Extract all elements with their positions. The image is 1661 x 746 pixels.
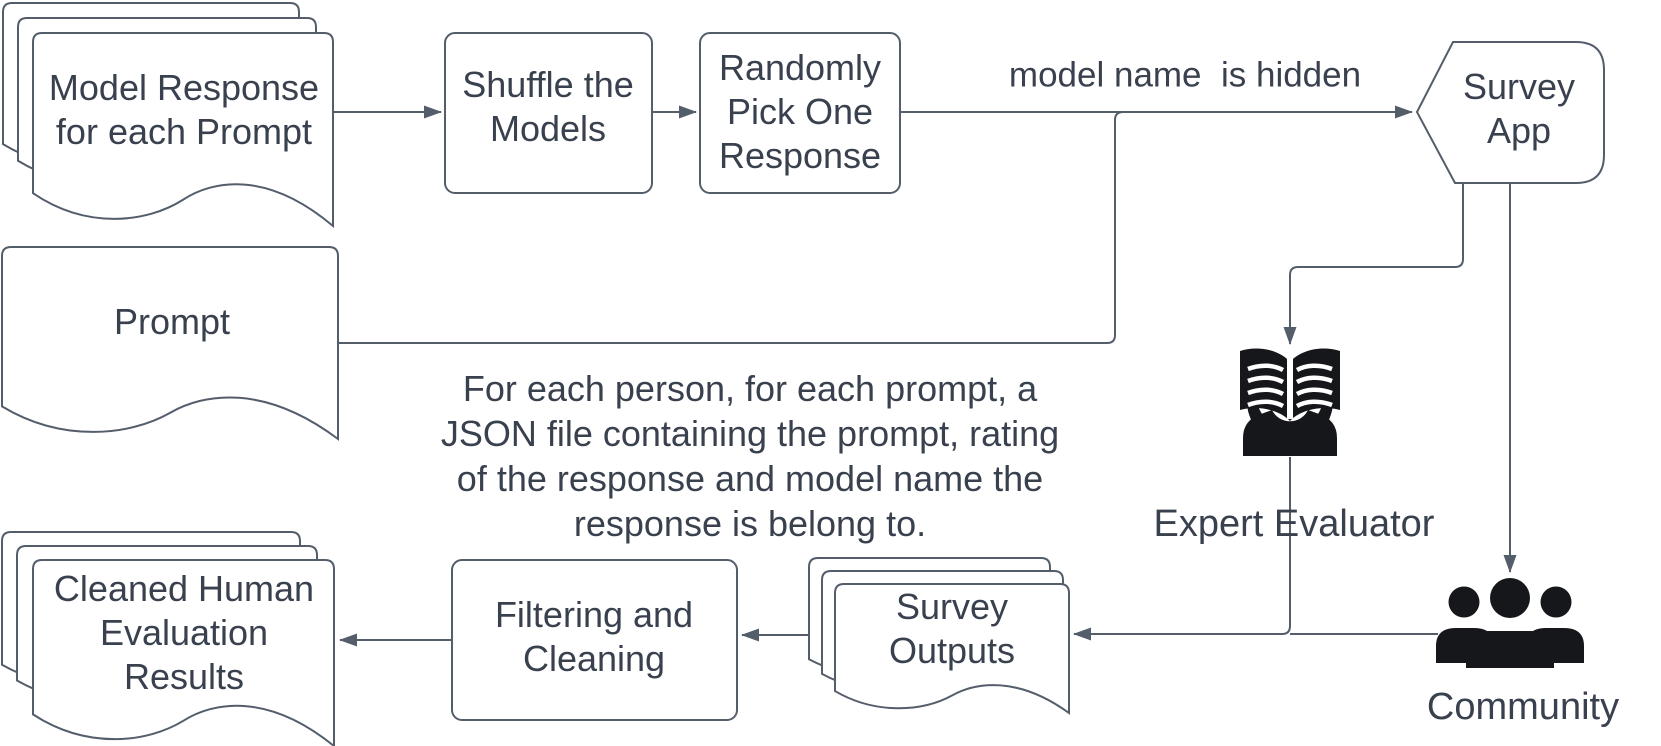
filtering-cleaning-box xyxy=(451,559,738,721)
prompt-doc xyxy=(1,246,339,441)
survey-app-label: Survey App xyxy=(1462,66,1576,151)
model-response-doc-front xyxy=(32,32,334,229)
book-text-lines xyxy=(1247,363,1333,409)
person-head-left xyxy=(1448,586,1480,618)
community-label: Community xyxy=(1426,685,1620,728)
survey-app-shape xyxy=(1415,41,1605,184)
random-pick-box xyxy=(699,32,901,194)
annotation-text: For each person, for each prompt, a JSON… xyxy=(440,368,1060,544)
survey-outputs-label: Survey Outputs xyxy=(888,586,1016,671)
reader-torso xyxy=(1243,410,1337,456)
shuffle-models-box xyxy=(444,32,653,194)
expert-evaluator-label: Expert Evaluator xyxy=(1153,502,1435,545)
filtering-cleaning-label: Filtering and Cleaning xyxy=(494,594,694,679)
open-book-reader-icon xyxy=(1240,348,1340,456)
connector-survey-app-to-expert-evaluator xyxy=(1283,183,1464,345)
cleaned-results-label: Cleaned Human Evaluation Results xyxy=(53,568,315,697)
shuffle-models-label: Shuffle the Models xyxy=(462,64,634,149)
cleaned-results-doc-front xyxy=(32,559,335,746)
random-pick-label: Randomly Pick One Response xyxy=(718,47,882,176)
people-group-icon xyxy=(1436,578,1584,668)
model-response-label: Model Response for each Prompt xyxy=(48,67,320,152)
person-body-center xyxy=(1466,631,1554,668)
prompt-label: Prompt xyxy=(113,301,231,343)
person-head-center xyxy=(1490,578,1530,618)
person-head-right xyxy=(1540,586,1572,618)
survey-outputs-doc-front xyxy=(834,583,1070,715)
connector-expert-evaluator-to-survey-outputs xyxy=(1073,457,1291,641)
model-name-hidden-edge-label: model name is hidden xyxy=(1008,55,1362,95)
